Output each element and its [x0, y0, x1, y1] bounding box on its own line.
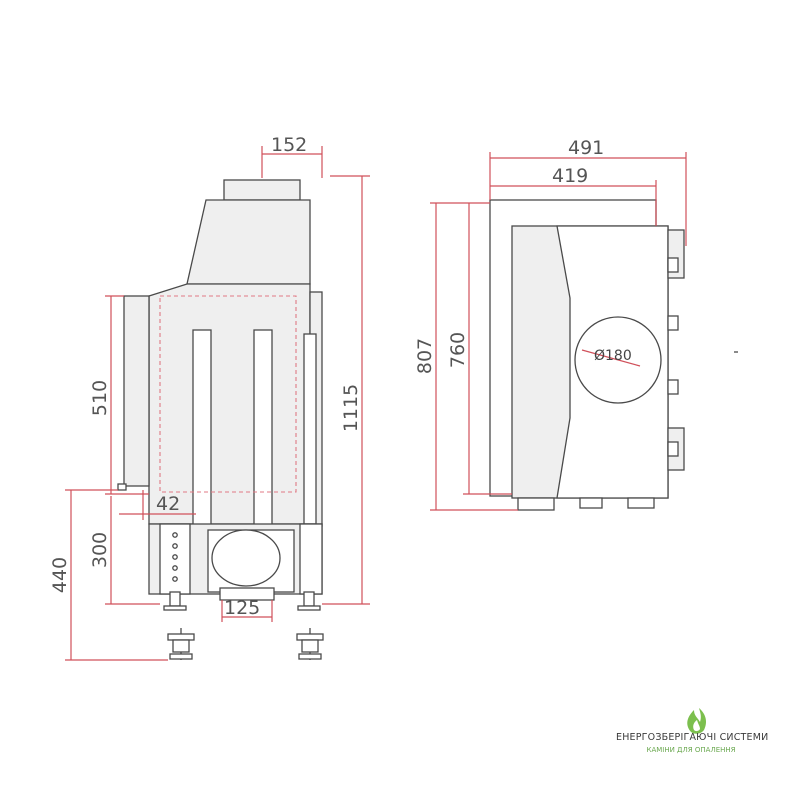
dim-flue-diameter: Ø180 — [594, 348, 632, 364]
dim-leg-height: 440 — [49, 557, 71, 593]
front-view — [117, 179, 324, 660]
front-body — [148, 283, 311, 525]
dim-lower-height: 300 — [89, 532, 111, 568]
dim-flue-width: 152 — [271, 134, 307, 156]
side-foot-3 — [627, 497, 655, 509]
hood — [186, 199, 311, 285]
company-logo: ЕНЕРГОЗБЕРІГАЮЧІ СИСТЕМИ КАМІНИ ДЛЯ ОПАЛ… — [616, 706, 769, 766]
side-fitting-top-inner — [667, 257, 679, 273]
front-dimensions: 152 1115 510 42 300 440 125 — [49, 134, 370, 661]
flame-icon — [687, 708, 707, 734]
left-door-panel — [123, 295, 150, 487]
side-dimensions: 491 419 807 760 — [414, 137, 687, 511]
air-outlet-neck — [219, 587, 275, 601]
slot-3 — [303, 333, 317, 525]
dim-side-inner-height: 760 — [447, 332, 469, 368]
side-foot-1 — [517, 497, 555, 511]
logo-tagline: КАМІНИ ДЛЯ ОПАЛЕННЯ — [646, 746, 736, 754]
left-door-latch — [117, 483, 127, 491]
dim-total-depth: 491 — [568, 137, 604, 159]
side-fitting-1 — [667, 315, 679, 331]
air-outlet-circle — [211, 529, 281, 587]
right-leg — [299, 523, 323, 595]
firebox-outline — [159, 295, 297, 493]
slot-2 — [253, 329, 273, 527]
adjustable-foot-left — [163, 591, 187, 611]
dim-side-total-height: 807 — [414, 338, 436, 374]
adjustable-foot-right — [297, 591, 321, 611]
dim-total-height: 1115 — [340, 384, 362, 432]
dim-side-gap: 42 — [156, 493, 180, 515]
side-foot-2 — [579, 497, 603, 509]
dim-opening-height: 510 — [89, 380, 111, 416]
side-fitting-2 — [667, 379, 679, 395]
side-fitting-bottom-inner — [667, 441, 679, 457]
dim-outlet-width: 125 — [224, 597, 260, 619]
side-view: Ø180 — [489, 199, 738, 511]
lower-foot-left — [167, 628, 195, 660]
slot-1 — [192, 329, 212, 527]
dim-inner-depth: 419 — [552, 165, 588, 187]
adjust-holes — [172, 532, 178, 582]
logo-brand: ЕНЕРГОЗБЕРІГАЮЧІ СИСТЕМИ — [616, 732, 769, 743]
flue-collar — [223, 179, 301, 201]
lower-foot-right — [296, 628, 324, 660]
